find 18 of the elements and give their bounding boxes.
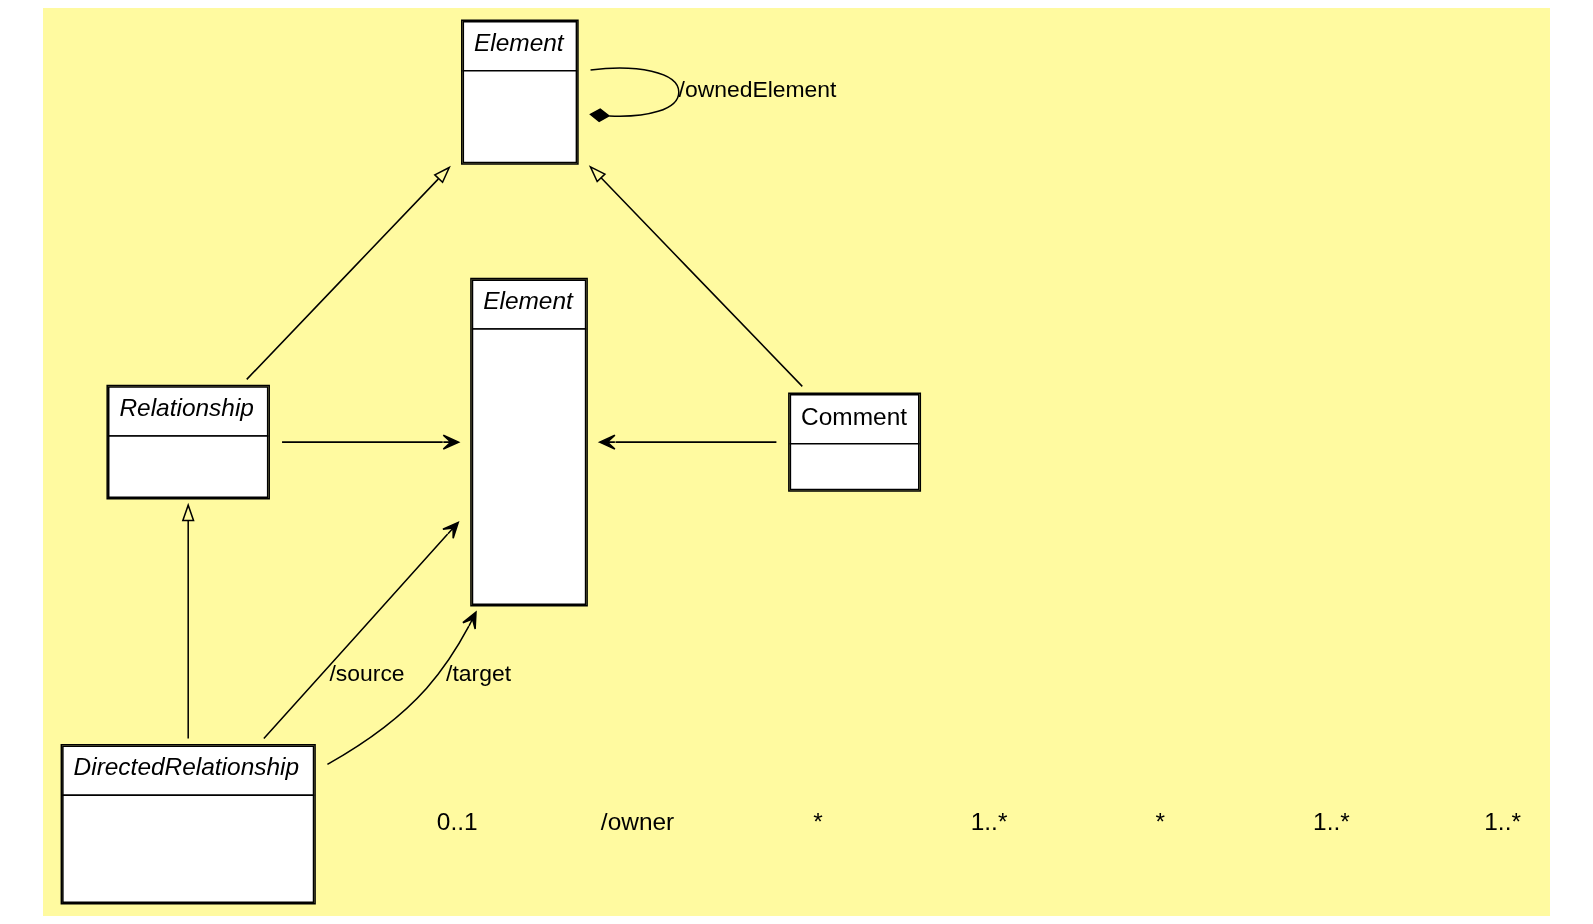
label: 1..* (970, 808, 1008, 836)
label: 0..1 (436, 808, 478, 836)
arrow (598, 434, 778, 450)
connector (589, 67, 680, 123)
arrow (326, 611, 477, 766)
label: * (1155, 808, 1166, 836)
label: /owner (600, 808, 675, 836)
arrow (281, 434, 460, 450)
arrow (245, 165, 451, 381)
edge-label: /target (446, 659, 512, 686)
label: 1..* (1484, 808, 1521, 836)
label: * (813, 808, 823, 836)
edge-label: /ownedElement (678, 76, 837, 103)
arrow (588, 165, 804, 388)
edge-label: /source (329, 659, 405, 686)
arrow (263, 521, 459, 740)
label: 1..* (1313, 808, 1350, 836)
arrow (181, 502, 195, 740)
